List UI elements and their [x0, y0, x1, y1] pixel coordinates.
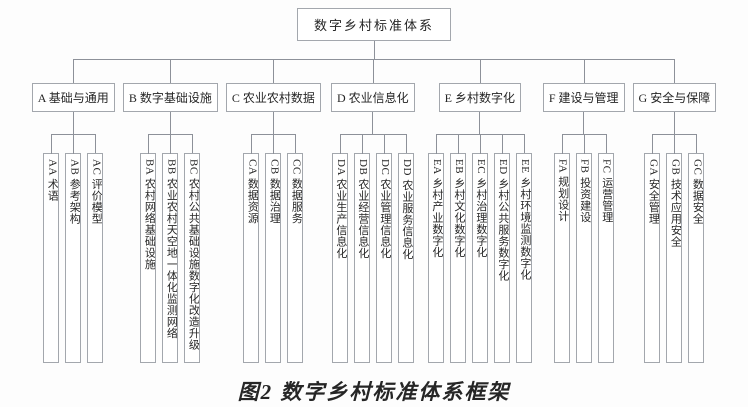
group-children-row: GA 安全管理 GB 技术应用安全 GC 数据安全 [641, 134, 707, 363]
connector-line [72, 112, 74, 134]
level2-row: A 基础与通用 AA 术语 AB 参考架构 AC 评价模型 B 数字基础设施 BA … [28, 59, 720, 363]
connector-line [372, 112, 374, 134]
leaf-node: AC 评价模型 [87, 153, 104, 363]
leaf-node: EA 乡村产业数字化 [427, 153, 444, 363]
leaf-node: FC 运营管理 [597, 153, 614, 363]
group-node-f: F 建设与管理 [542, 83, 625, 112]
leaf-node: ED 乡村公共服务数字化 [493, 153, 510, 363]
leaf-wrap: GC 数据安全 [685, 134, 707, 363]
leaf-wrap: GA 安全管理 [641, 134, 665, 363]
group-node-a: A 基础与通用 [31, 83, 115, 112]
leaf-wrap: DD 农业服务信息化 [394, 134, 417, 363]
leaf-wrap: FC 运营管理 [594, 134, 617, 363]
group-children-row: FA 规划设计 FB 投资建设 FC 运营管理 [551, 134, 617, 363]
connector-line [272, 112, 274, 134]
leaf-node: BC 农村公共基础设施数字化改造升级 [184, 153, 201, 363]
leaf-wrap: EC 乡村治理数字化 [468, 134, 492, 363]
leaf-node: BB 农业农村天空地一体化监测网络 [162, 153, 179, 363]
standards-tree-diagram: 数字乡村标准体系 A 基础与通用 AA 术语 AB 参考架构 AC 评价模型 B 数… [28, 8, 720, 363]
leaf-wrap: CC 数据服务 [284, 134, 306, 363]
group-column-g: G 安全与保障 GA 安全管理 GB 技术应用安全 GC 数据安全 [628, 59, 721, 363]
leaf-wrap: ED 乡村公共服务数字化 [490, 134, 514, 363]
group-children-row: AA 术语 AB 参考架构 AC 评价模型 [40, 134, 106, 363]
group-node-c: C 农业农村数据 [225, 83, 321, 112]
leaf-node: CC 数据服务 [287, 153, 304, 363]
leaf-node: EB 乡村文化数字化 [449, 153, 466, 363]
group-column-a: A 基础与通用 AA 术语 AB 参考架构 AC 评价模型 [28, 59, 120, 363]
leaf-wrap: AB 参考架构 [62, 134, 86, 363]
group-column-e: E 乡村数字化 EA 乡村产业数字化 EB 乡村文化数字化 EC 乡村治理数字化 ED… [420, 59, 540, 363]
leaf-wrap: FA 规划设计 [551, 134, 574, 363]
figure-caption: 图2 数字乡村标准体系框架 [237, 380, 511, 404]
group-column-c: C 农业农村数据 CA 数据资源 CB 数据治理 CC 数据服务 [221, 59, 326, 363]
leaf-node: BA 农村网络基础设施 [140, 153, 157, 363]
leaf-node: CA 数据资源 [243, 153, 260, 363]
connector-line [169, 112, 171, 134]
leaf-node: GC 数据安全 [688, 153, 705, 363]
leaf-node: EE 乡村环境监测数字化 [515, 153, 532, 363]
connector-line [373, 41, 375, 59]
leaf-wrap: AC 评价模型 [84, 134, 106, 363]
leaf-node: AA 术语 [43, 153, 60, 363]
leaf-wrap: BC 农村公共基础设施数字化改造升级 [181, 134, 203, 363]
leaf-node: DC 农业管理信息化 [375, 153, 392, 363]
group-node-e: E 乡村数字化 [438, 83, 522, 112]
group-column-f: F 建设与管理 FA 规划设计 FB 投资建设 FC 运营管理 [538, 59, 630, 363]
leaf-node: GB 技术应用安全 [666, 153, 683, 363]
group-column-d: D 农业信息化 DA 农业生产信息化 DB 农业经营信息化 DC 农业管理信息化 DD… [324, 59, 422, 363]
leaf-wrap: EA 乡村产业数字化 [425, 134, 448, 363]
group-node-g: G 安全与保障 [632, 83, 717, 112]
leaf-node: EC 乡村治理数字化 [471, 153, 488, 363]
leaf-wrap: DB 农业经营信息化 [350, 134, 374, 363]
leaf-node: DB 农业经营信息化 [353, 153, 370, 363]
leaf-wrap: CA 数据资源 [240, 134, 264, 363]
leaf-wrap: EB 乡村文化数字化 [446, 134, 470, 363]
leaf-wrap: DA 农业生产信息化 [329, 134, 352, 363]
connector-line [673, 112, 675, 134]
leaf-wrap: DC 农业管理信息化 [372, 134, 396, 363]
leaf-node: DA 农业生产信息化 [331, 153, 348, 363]
leaf-wrap: BB 农业农村天空地一体化监测网络 [159, 134, 183, 363]
leaf-wrap: FB 投资建设 [572, 134, 596, 363]
group-children-row: CA 数据资源 CB 数据治理 CC 数据服务 [240, 134, 306, 363]
group-children-row: BA 农村网络基础设施 BB 农业农村天空地一体化监测网络 BC 农村公共基础设施数… [137, 134, 203, 363]
connector-line [583, 112, 585, 134]
group-children-row: DA 农业生产信息化 DB 农业经营信息化 DC 农业管理信息化 DD 农业服务信息化 [329, 134, 417, 363]
leaf-node: GA 安全管理 [644, 153, 661, 363]
leaf-wrap: GB 技术应用安全 [663, 134, 687, 363]
root-node: 数字乡村标准体系 [296, 8, 451, 41]
leaf-node: DD 农业服务信息化 [397, 153, 414, 363]
leaf-node: CB 数据治理 [265, 153, 282, 363]
leaf-node: AB 参考架构 [65, 153, 82, 363]
connector-line [479, 112, 481, 134]
group-children-row: EA 乡村产业数字化 EB 乡村文化数字化 EC 乡村治理数字化 ED 乡村公共服务数… [425, 134, 535, 363]
leaf-wrap: CB 数据治理 [262, 134, 286, 363]
leaf-wrap: EE 乡村环境监测数字化 [512, 134, 535, 363]
leaf-node: FA 规划设计 [553, 153, 570, 363]
group-node-b: B 数字基础设施 [122, 83, 218, 112]
leaf-wrap: AA 术语 [40, 134, 64, 363]
leaf-wrap: BA 农村网络基础设施 [137, 134, 161, 363]
group-node-d: D 农业信息化 [331, 83, 415, 112]
group-column-b: B 数字基础设施 BA 农村网络基础设施 BB 农业农村天空地一体化监测网络 BC … [118, 59, 223, 363]
leaf-node: FB 投资建设 [575, 153, 592, 363]
